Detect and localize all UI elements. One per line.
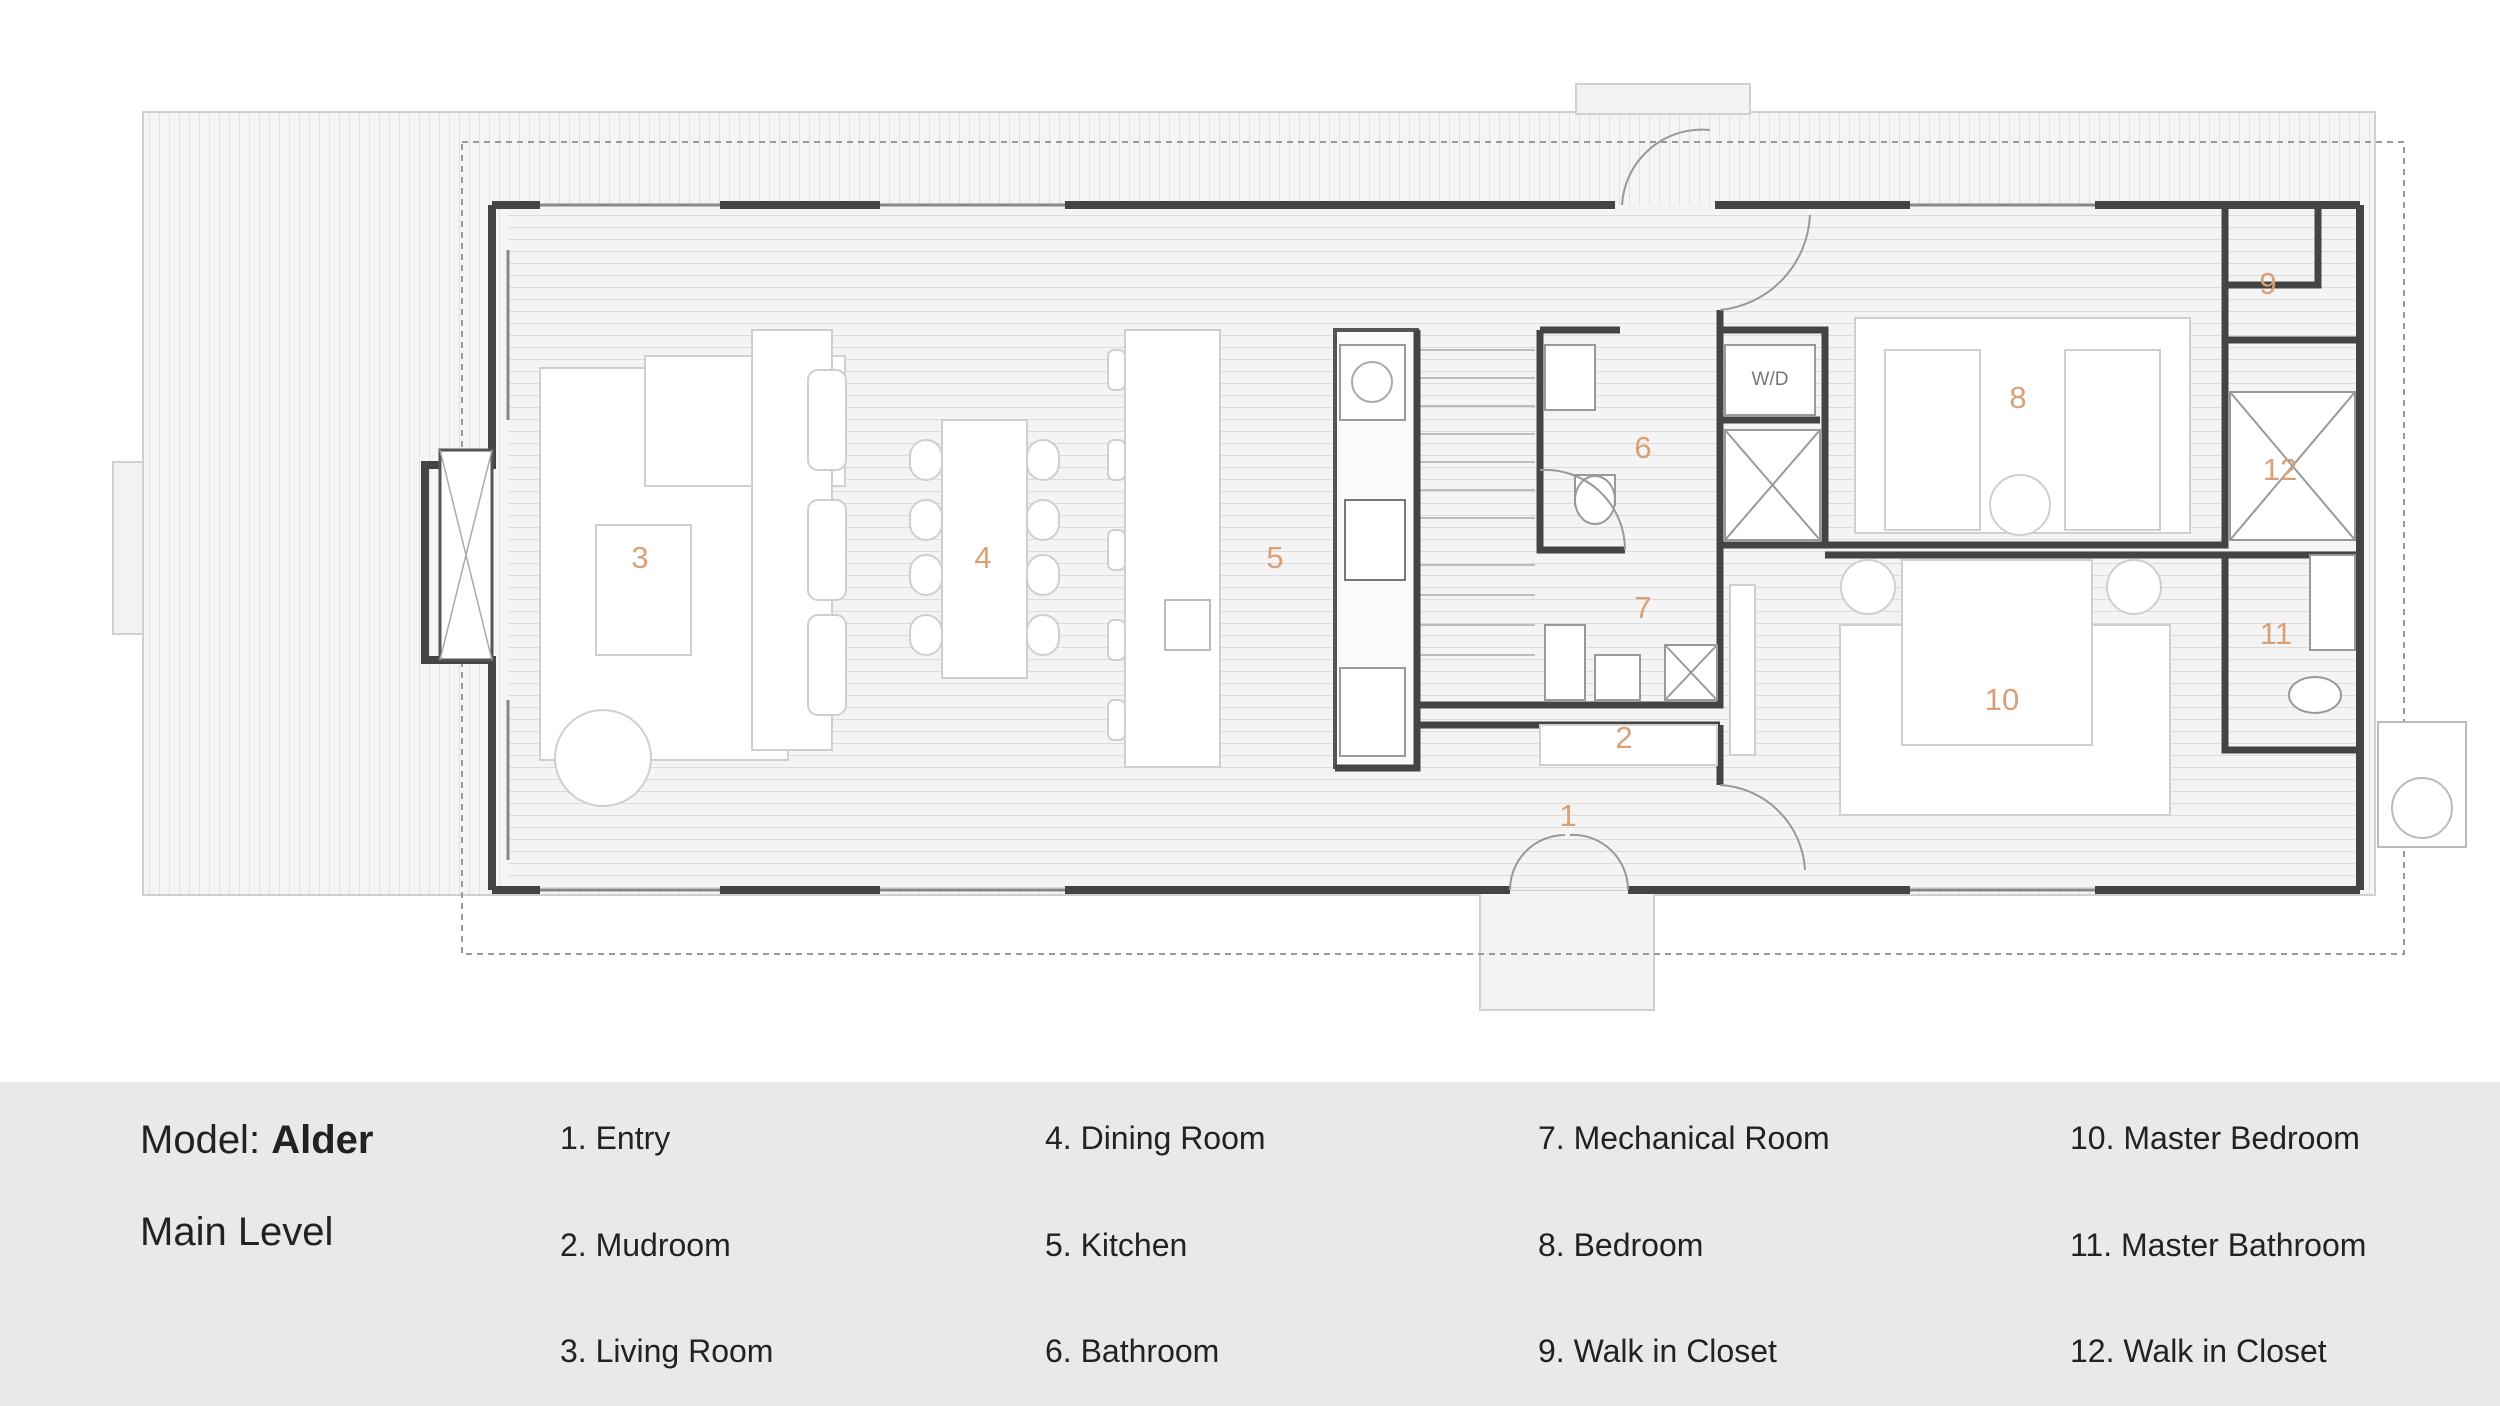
windows	[506, 203, 2095, 892]
interior-walls	[1335, 205, 2360, 785]
stairs	[1420, 349, 1535, 656]
mechanical-unit	[1729, 584, 1756, 756]
level-title: Main Level	[140, 1210, 334, 1254]
model-title: Model: Alder	[140, 1118, 373, 1163]
living-room-furniture	[539, 329, 847, 807]
mudroom-bench	[1539, 724, 1718, 766]
legend-item: 11. Master Bathroom	[2070, 1227, 2367, 1263]
condenser-unit	[2377, 721, 2467, 848]
dining-table	[909, 419, 1060, 679]
room-number-12: 12	[2263, 452, 2297, 487]
room-number-5: 5	[1266, 540, 1283, 575]
master-bath-fixtures	[2288, 554, 2356, 714]
legend-item: 7. Mechanical Room	[1538, 1120, 1830, 1156]
model-name: Alder	[271, 1118, 374, 1162]
legend-item: 6. Bathroom	[1045, 1333, 1220, 1369]
legend-item: 9. Walk in Closet	[1538, 1333, 1777, 1369]
kitchen-island	[1107, 329, 1221, 768]
roof-overhang-outline	[461, 141, 2405, 955]
showers	[1664, 391, 2356, 701]
deck-step-left	[112, 461, 144, 635]
room-number-7: 7	[1634, 590, 1651, 625]
bedroom-furniture	[1854, 317, 2191, 536]
legend-item: 10. Master Bedroom	[2070, 1120, 2360, 1156]
legend-item: 5. Kitchen	[1045, 1227, 1188, 1263]
room-number-2: 2	[1615, 720, 1632, 755]
legend-item: 1. Entry	[560, 1120, 671, 1156]
room-number-3: 3	[631, 540, 648, 575]
legend-panel	[0, 1082, 2500, 1406]
room-number-8: 8	[2009, 380, 2026, 415]
room-number-6: 6	[1634, 430, 1651, 465]
room-numbers: 1 2 3 4 5 6 7 8 9 10 11 12	[631, 266, 2297, 833]
doors	[1509, 128, 1811, 891]
deck-step-top	[1575, 83, 1751, 115]
model-label: Model:	[140, 1118, 261, 1162]
fireplace	[438, 448, 494, 662]
bathroom-fixtures	[1544, 344, 1641, 701]
legend-item: 12. Walk in Closet	[2070, 1333, 2327, 1369]
room-number-4: 4	[974, 540, 991, 575]
legend-item: 2. Mudroom	[560, 1227, 731, 1263]
kitchen-counter	[1333, 328, 1419, 769]
room-number-1: 1	[1559, 798, 1576, 833]
deck-step-bottom	[1479, 889, 1655, 1011]
washer-dryer-label: W/D	[1752, 369, 1789, 390]
legend-item: 4. Dining Room	[1045, 1120, 1266, 1156]
legend-item: 8. Bedroom	[1538, 1227, 1704, 1263]
floor-plan-drawing: W/D 1 2 3 4 5 6 7	[112, 83, 2467, 1011]
floor-plan: W/D 1 2 3 4 5 6 7	[112, 83, 2467, 1011]
washer-dryer	[1724, 344, 1816, 416]
legend-item: 3. Living Room	[560, 1333, 774, 1369]
room-number-11: 11	[2260, 616, 2292, 651]
room-number-9: 9	[2259, 266, 2276, 301]
room-number-10: 10	[1985, 682, 2019, 717]
master-bedroom-furniture	[1839, 559, 2171, 816]
